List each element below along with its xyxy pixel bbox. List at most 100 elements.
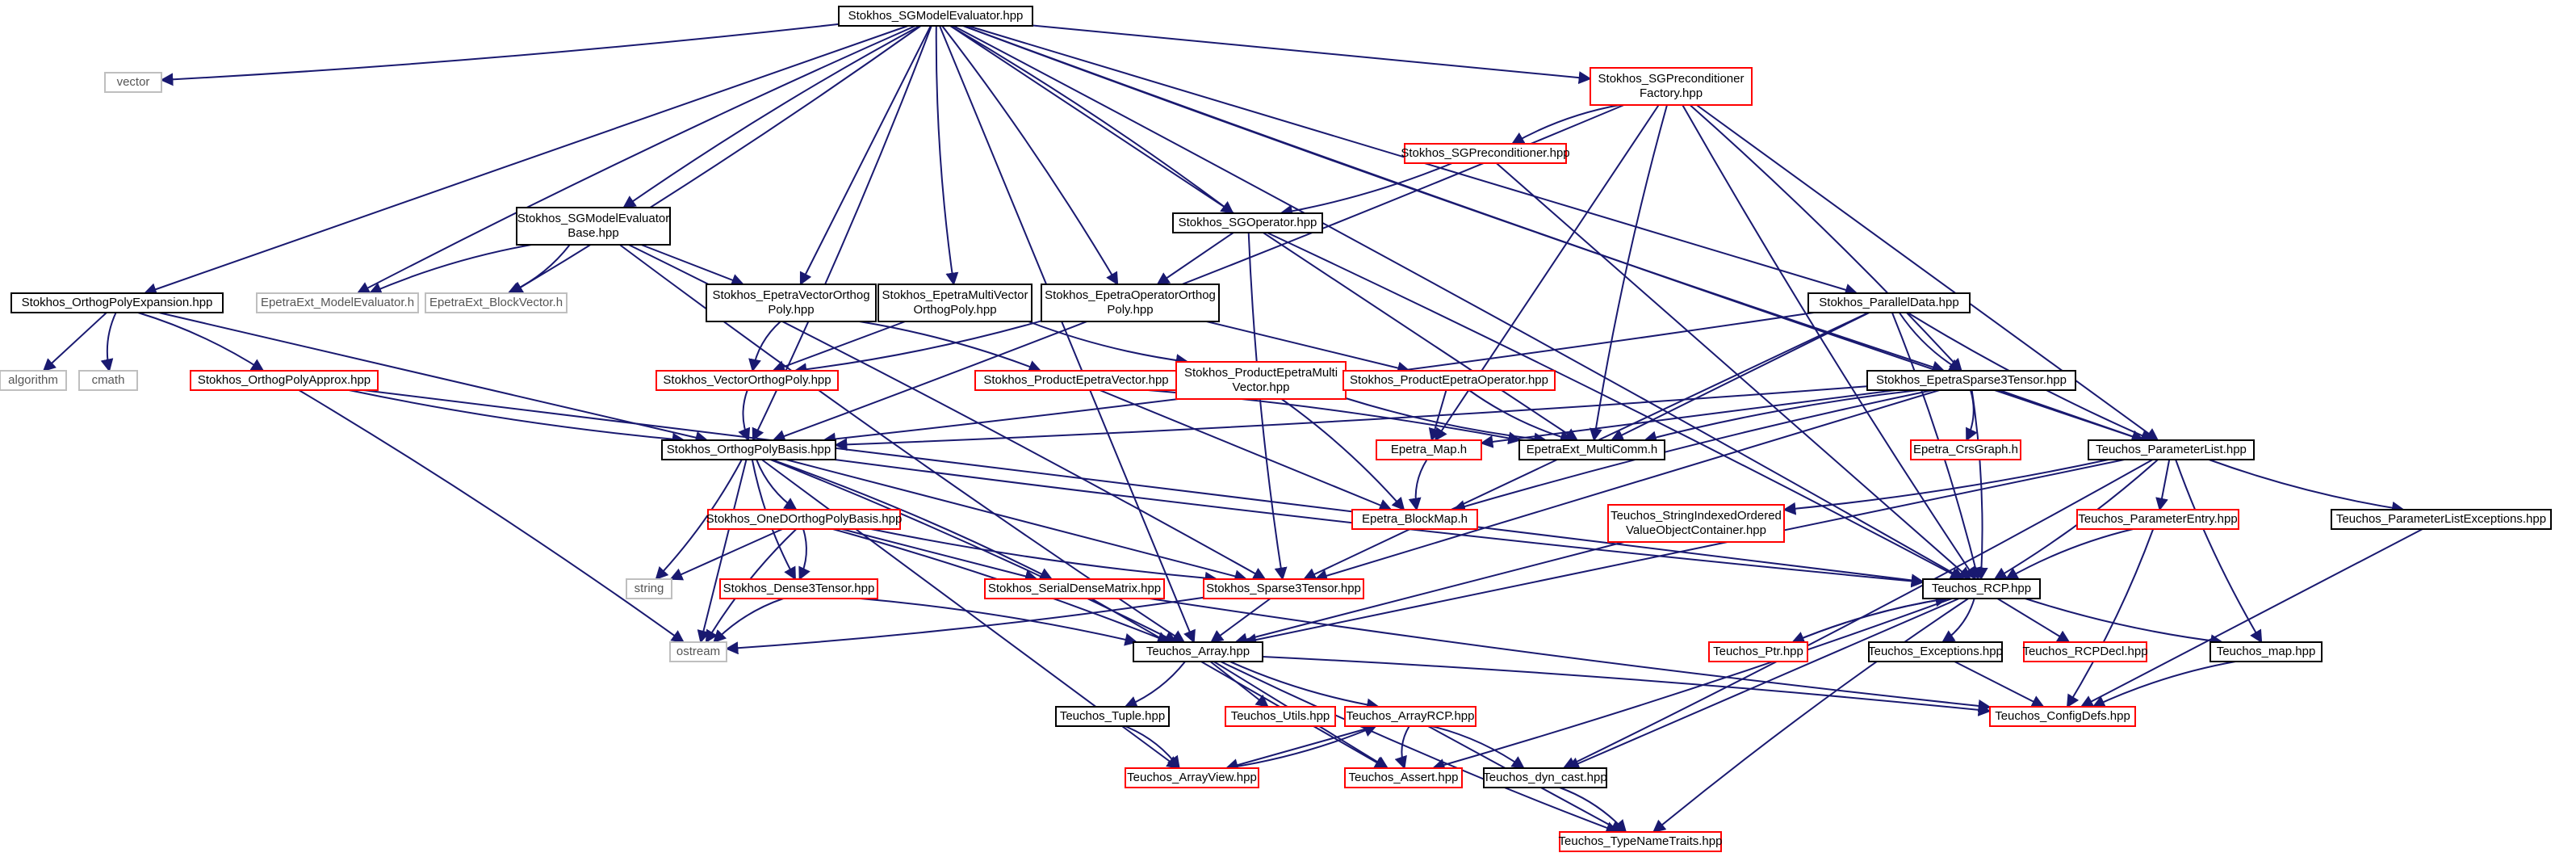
node-box-esparse3[interactable] — [1866, 370, 2076, 391]
node-assert[interactable]: Teuchos_Assert.hpp — [1344, 767, 1463, 788]
node-box-ptr[interactable] — [1708, 641, 1808, 662]
node-exceptions[interactable]: Teuchos_Exceptions.hpp — [1868, 641, 2003, 662]
node-ptr[interactable]: Teuchos_Ptr.hpp — [1708, 641, 1808, 662]
node-box-utils[interactable] — [1225, 706, 1336, 727]
node-box-strindexed[interactable] — [1607, 504, 1785, 543]
node-box-eop_orthog[interactable] — [1041, 284, 1220, 322]
node-param_exc[interactable]: Teuchos_ParameterListExceptions.hpp — [2331, 509, 2552, 530]
node-box-sgprec_factory[interactable] — [1590, 67, 1753, 106]
node-box-algorithm[interactable] — [0, 370, 67, 391]
node-box-param_entry[interactable] — [2076, 509, 2239, 530]
node-tuple[interactable]: Teuchos_Tuple.hpp — [1055, 706, 1170, 727]
node-epetraext_me[interactable]: EpetraExt_ModelEvaluator.h — [256, 292, 419, 313]
node-box-prod_ev[interactable] — [974, 370, 1178, 391]
node-box-cmath[interactable] — [78, 370, 138, 391]
node-arrayrcp[interactable]: Teuchos_ArrayRCP.hpp — [1344, 706, 1476, 727]
node-box-string[interactable] — [626, 578, 672, 599]
node-sparse3[interactable]: Stokhos_Sparse3Tensor.hpp — [1203, 578, 1364, 599]
node-box-arrayview[interactable] — [1125, 767, 1259, 788]
node-blockmap[interactable]: Epetra_BlockMap.h — [1351, 509, 1478, 530]
node-string[interactable]: string — [626, 578, 672, 599]
node-vector[interactable]: vector — [104, 72, 162, 93]
node-box-ev_orthog[interactable] — [706, 284, 877, 322]
node-box-vector[interactable] — [104, 72, 162, 93]
node-sgoperator[interactable]: Stokhos_SGOperator.hpp — [1172, 212, 1323, 233]
node-box-blockmap[interactable] — [1351, 509, 1478, 530]
node-box-crsgraph[interactable] — [1910, 439, 2021, 460]
edge-param_entry-to-configdefs — [2066, 528, 2155, 708]
node-box-paramlist[interactable] — [2088, 439, 2255, 460]
node-box-emv_orthog[interactable] — [878, 284, 1032, 322]
node-oned_basis[interactable]: Stokhos_OneDOrthogPolyBasis.hpp — [706, 509, 903, 530]
node-box-dyncast[interactable] — [1483, 767, 1607, 788]
node-epetraext_bv[interactable]: EpetraExt_BlockVector.h — [425, 292, 568, 313]
node-box-serialdense[interactable] — [984, 578, 1165, 599]
node-utils[interactable]: Teuchos_Utils.hpp — [1225, 706, 1336, 727]
node-arrayview[interactable]: Teuchos_ArrayView.hpp — [1125, 767, 1259, 788]
node-box-ostream[interactable] — [669, 641, 727, 662]
node-rcpdecl[interactable]: Teuchos_RCPDecl.hpp — [2022, 641, 2148, 662]
node-paramlist[interactable]: Teuchos_ParameterList.hpp — [2088, 439, 2255, 460]
node-configdefs[interactable]: Teuchos_ConfigDefs.hpp — [1989, 706, 2136, 727]
node-box-sgprec[interactable] — [1404, 143, 1567, 164]
node-param_entry[interactable]: Teuchos_ParameterEntry.hpp — [2076, 509, 2239, 530]
node-algorithm[interactable]: algorithm — [0, 370, 67, 391]
node-multicomm[interactable]: EpetraExt_MultiComm.h — [1518, 439, 1665, 460]
node-serialdense[interactable]: Stokhos_SerialDenseMatrix.hpp — [984, 578, 1165, 599]
node-box-rcpdecl[interactable] — [2023, 641, 2147, 662]
node-box-prod_eop[interactable] — [1342, 370, 1556, 391]
node-crsgraph[interactable]: Epetra_CrsGraph.h — [1910, 439, 2021, 460]
node-prod_ev[interactable]: Stokhos_ProductEpetraVector.hpp — [974, 370, 1178, 391]
node-box-tarray[interactable] — [1133, 641, 1263, 662]
node-box-multicomm[interactable] — [1518, 439, 1665, 460]
node-orthopoly_exp[interactable]: Stokhos_OrthogPolyExpansion.hpp — [10, 292, 224, 313]
node-box-param_exc[interactable] — [2331, 509, 2552, 530]
node-prod_eop[interactable]: Stokhos_ProductEpetraOperator.hpp — [1342, 370, 1556, 391]
node-box-sgmodel_base[interactable] — [516, 207, 671, 246]
node-vec_orthog[interactable]: Stokhos_VectorOrthogPoly.hpp — [656, 370, 839, 391]
node-box-configdefs[interactable] — [1989, 706, 2136, 727]
node-dense3[interactable]: Stokhos_Dense3Tensor.hpp — [719, 578, 878, 599]
node-sgprec[interactable]: Stokhos_SGPreconditioner.hpp — [1401, 143, 1570, 164]
node-parallel[interactable]: Stokhos_ParallelData.hpp — [1807, 292, 1971, 313]
node-cmath[interactable]: cmath — [78, 370, 138, 391]
node-box-arrayrcp[interactable] — [1344, 706, 1476, 727]
node-box-epetra_map[interactable] — [1376, 439, 1482, 460]
node-epetra_map[interactable]: Epetra_Map.h — [1376, 439, 1482, 460]
node-box-sgoperator[interactable] — [1172, 212, 1323, 233]
node-opbasis[interactable]: Stokhos_OrthogPolyBasis.hpp — [661, 439, 836, 460]
node-box-opbasis[interactable] — [661, 439, 836, 460]
node-box-orthopoly_exp[interactable] — [10, 292, 224, 313]
node-esparse3[interactable]: Stokhos_EpetraSparse3Tensor.hpp — [1866, 370, 2076, 391]
node-dyncast[interactable]: Teuchos_dyn_cast.hpp — [1483, 767, 1607, 788]
node-box-tmap[interactable] — [2209, 641, 2323, 662]
node-rcp[interactable]: Teuchos_RCP.hpp — [1922, 578, 2041, 599]
node-tarray[interactable]: Teuchos_Array.hpp — [1133, 641, 1263, 662]
node-box-tuple[interactable] — [1055, 706, 1170, 727]
node-tmap[interactable]: Teuchos_map.hpp — [2209, 641, 2323, 662]
node-box-parallel[interactable] — [1807, 292, 1971, 313]
node-box-dense3[interactable] — [719, 578, 878, 599]
node-box-assert[interactable] — [1344, 767, 1463, 788]
node-box-root[interactable] — [838, 6, 1033, 27]
node-box-oned_basis[interactable] — [707, 509, 901, 530]
node-box-rcp[interactable] — [1922, 578, 2041, 599]
node-root[interactable]: Stokhos_SGModelEvaluator.hpp — [838, 6, 1033, 27]
node-box-sparse3[interactable] — [1203, 578, 1364, 599]
node-strindexed[interactable]: Teuchos_StringIndexedOrderedValueObjectC… — [1607, 504, 1785, 543]
node-typename[interactable]: Teuchos_TypeNameTraits.hpp — [1559, 831, 1723, 852]
node-box-typename[interactable] — [1559, 831, 1722, 852]
node-box-vec_orthog[interactable] — [656, 370, 839, 391]
node-orthopoly_approx[interactable]: Stokhos_OrthogPolyApprox.hpp — [190, 370, 379, 391]
node-box-exceptions[interactable] — [1868, 641, 2003, 662]
node-box-orthopoly_approx[interactable] — [190, 370, 379, 391]
node-ostream[interactable]: ostream — [669, 641, 727, 662]
node-box-epetraext_me[interactable] — [256, 292, 419, 313]
node-box-epetraext_bv[interactable] — [425, 292, 568, 313]
